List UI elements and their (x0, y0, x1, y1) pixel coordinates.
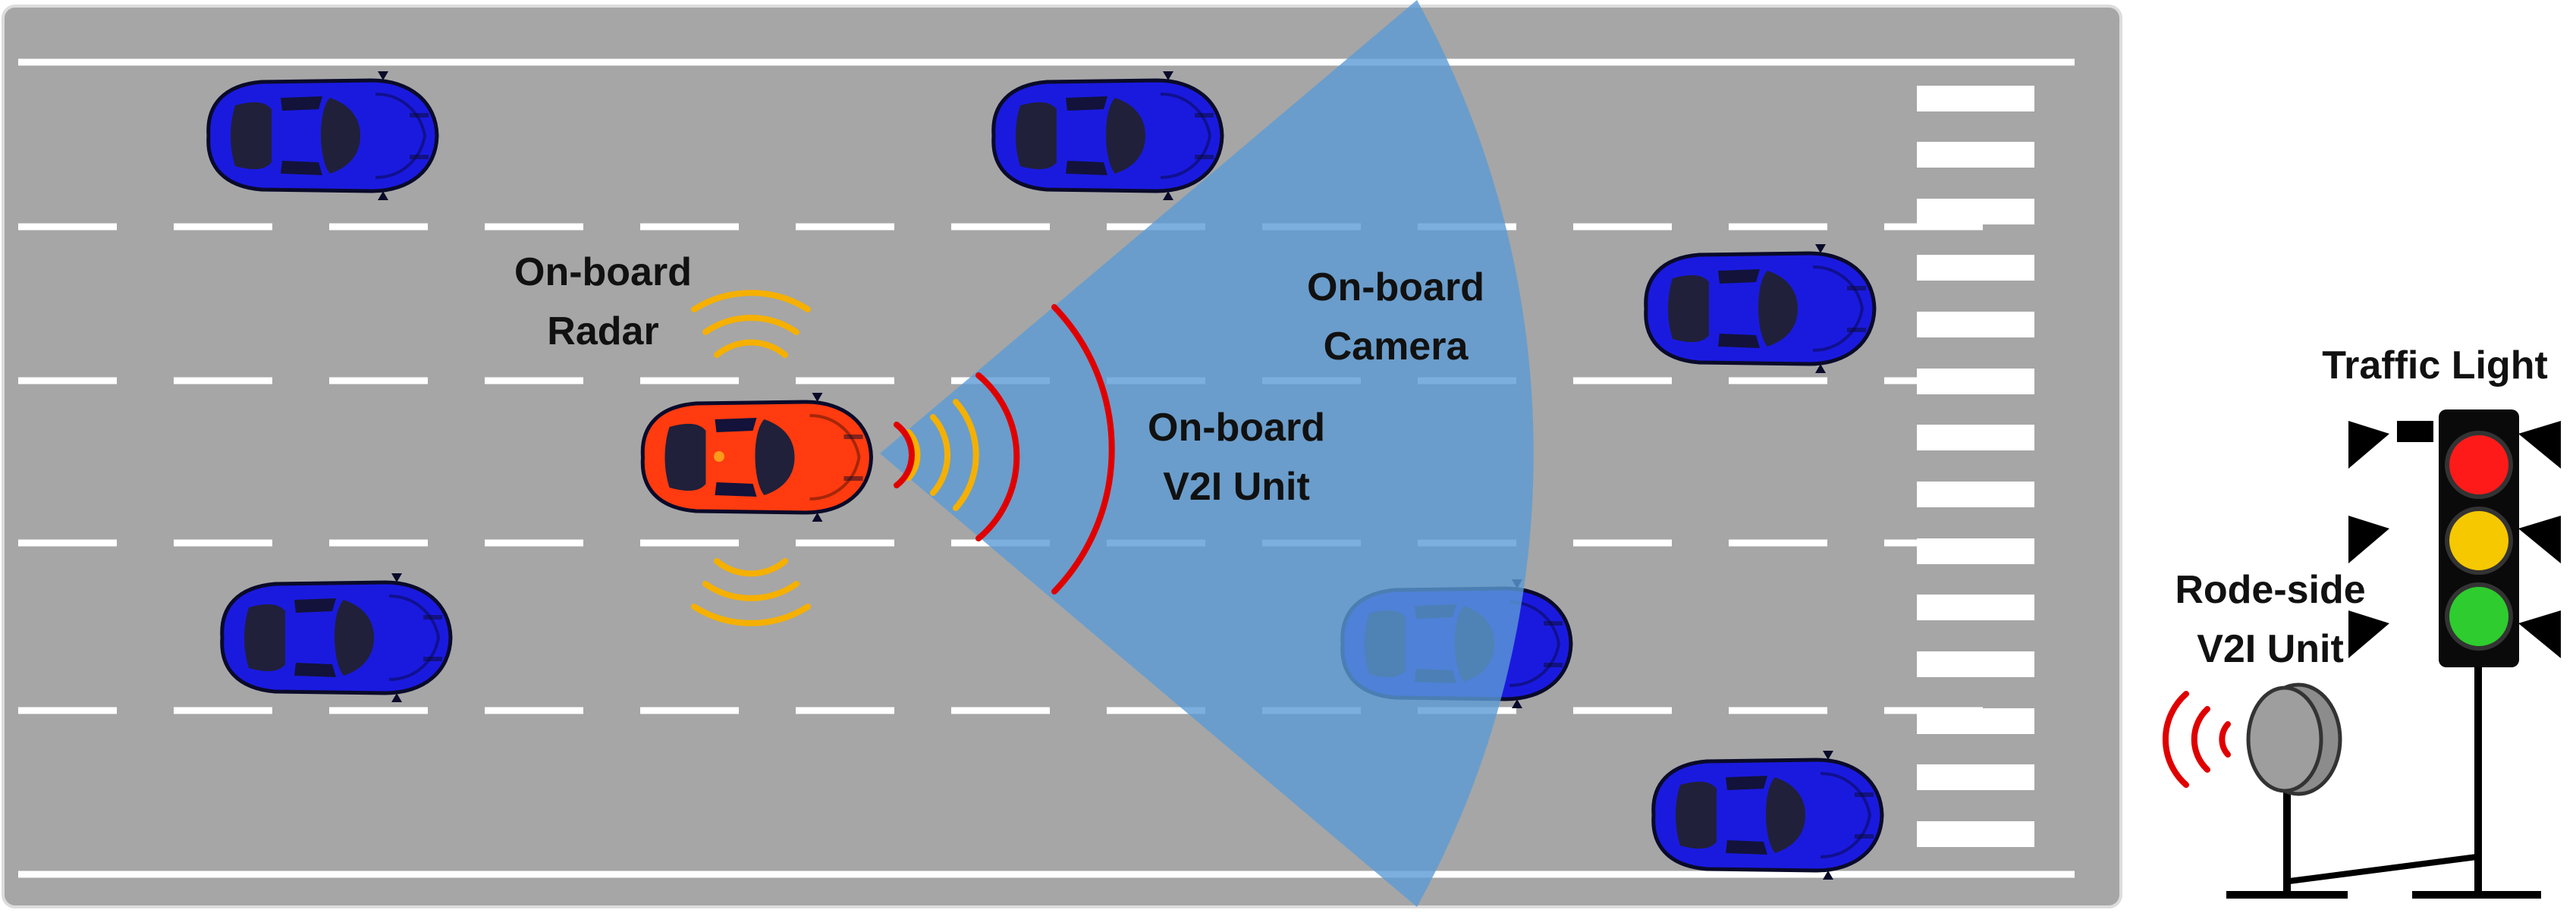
v2i-waves-icon (894, 304, 1115, 595)
roadside-v2i-label-line1: Rode-side (2175, 568, 2366, 612)
yellow-lamp (2445, 507, 2513, 575)
blue-car-icon (1654, 751, 1882, 880)
radar-waves-icon (691, 290, 979, 626)
blue-car-icon (1646, 244, 1874, 373)
onboard-radar-label: On-board Radar (470, 243, 736, 361)
red-lamp (2445, 431, 2513, 499)
traffic-light-icon (2348, 409, 2561, 899)
roadside-v2i-label-line2: V2I Unit (2197, 627, 2344, 671)
roadside-v2i-waves-icon (2162, 691, 2231, 788)
red-sports-car-icon (642, 393, 871, 522)
onboard-camera-label-line1: On-board (1307, 265, 1484, 309)
blue-car-icon (209, 71, 437, 200)
green-lamp (2445, 582, 2513, 651)
onboard-camera-label-line2: Camera (1323, 325, 1469, 369)
onboard-v2i-label: On-board V2I Unit (1107, 398, 1365, 516)
roadside-v2i-label: Rode-side V2I Unit (2138, 560, 2403, 679)
onboard-v2i-label-line2: V2I Unit (1163, 465, 1310, 509)
onboard-radar-label-line1: On-board (514, 250, 692, 294)
roadside-unit-icon (2226, 682, 2477, 899)
blue-car-icon (994, 71, 1222, 200)
onboard-radar-label-line2: Radar (547, 309, 659, 353)
blue-car-icon (222, 573, 451, 702)
crosswalk (1917, 86, 2034, 847)
onboard-v2i-label-line1: On-board (1148, 406, 1325, 450)
onboard-camera-label: On-board Camera (1274, 258, 1517, 376)
camera-field-of-view (880, 0, 1534, 907)
ego-sensor-dot (714, 451, 724, 462)
traffic-light-label: Traffic Light (2322, 344, 2548, 387)
